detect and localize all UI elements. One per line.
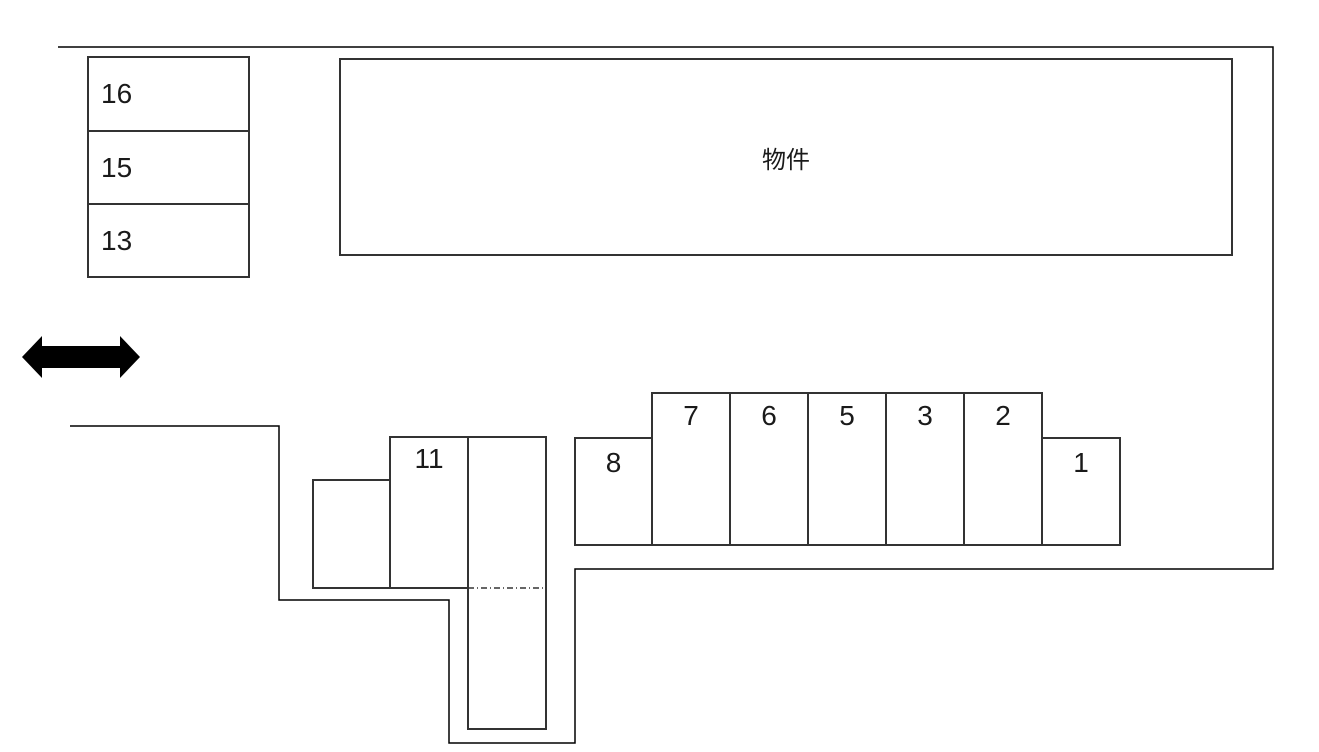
parking-space-11-box	[389, 436, 469, 589]
building-label: 物件	[762, 146, 810, 174]
parking-space-7-box	[651, 392, 731, 546]
parking-space-1-box	[1041, 437, 1121, 546]
unlabeled-space-box	[312, 479, 391, 589]
double-headed-arrow-icon	[22, 336, 140, 378]
parking-space-15-box	[87, 130, 250, 205]
parking-space-11-label: 11	[414, 443, 444, 474]
parking-space-16-label: 16	[101, 78, 133, 109]
parking-space-13-box	[87, 203, 250, 278]
parking-space-3-label: 3	[917, 400, 933, 431]
parking-space-8-box	[574, 437, 653, 546]
building-outline	[339, 58, 1233, 256]
parking-space-5-label: 5	[839, 400, 855, 431]
parking-space-15-label: 15	[101, 151, 133, 183]
parking-space-2-label: 2	[995, 400, 1011, 431]
site-boundary-line	[58, 46, 1274, 744]
tall-unlabeled-space-box	[467, 436, 547, 730]
parking-space-6-label: 6	[761, 400, 777, 431]
parking-space-13-label: 13	[101, 224, 133, 256]
parking-space-6-box	[729, 392, 809, 546]
parking-space-2-box	[963, 392, 1043, 546]
parking-space-8-label: 8	[605, 447, 622, 478]
parking-space-3-box	[885, 392, 965, 546]
parking-space-1-label: 1	[1073, 447, 1089, 478]
parking-space-7-label: 7	[683, 400, 699, 431]
